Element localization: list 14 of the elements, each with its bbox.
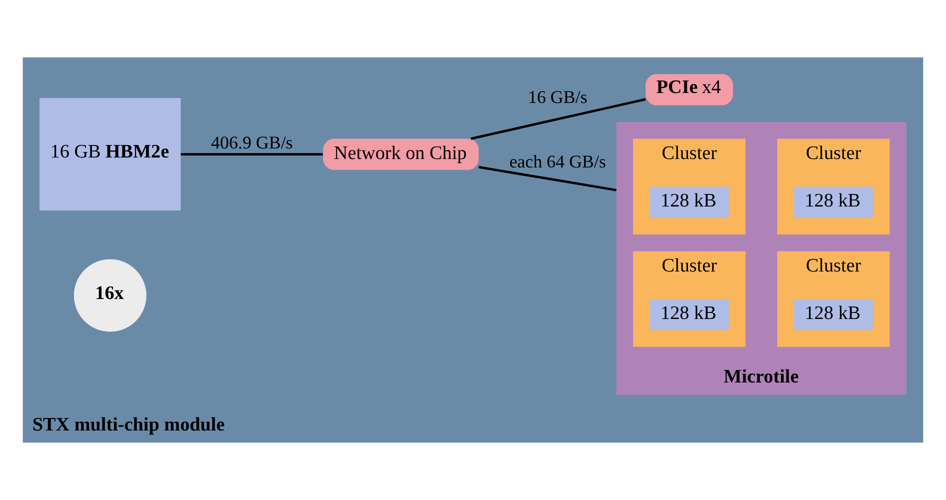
node-box: 16 GB HBM2e [40,98,181,211]
node-box: 128 kB [794,186,873,218]
node-box: PCIe x4 [646,74,733,106]
connector [180,153,323,156]
edge-label: 16 GB/s [528,86,588,107]
connector [470,98,646,140]
node-box: 128 kB [650,299,729,330]
connector [478,166,616,192]
edge-label: each 64 GB/s [509,151,606,172]
edge-label: 406.9 GB/s [211,132,293,152]
node-box: 128 kB [794,299,873,330]
node-box: 128 kB [650,186,729,218]
node-box: Network on Chip [323,138,479,170]
node-circle: 16x [74,259,146,332]
